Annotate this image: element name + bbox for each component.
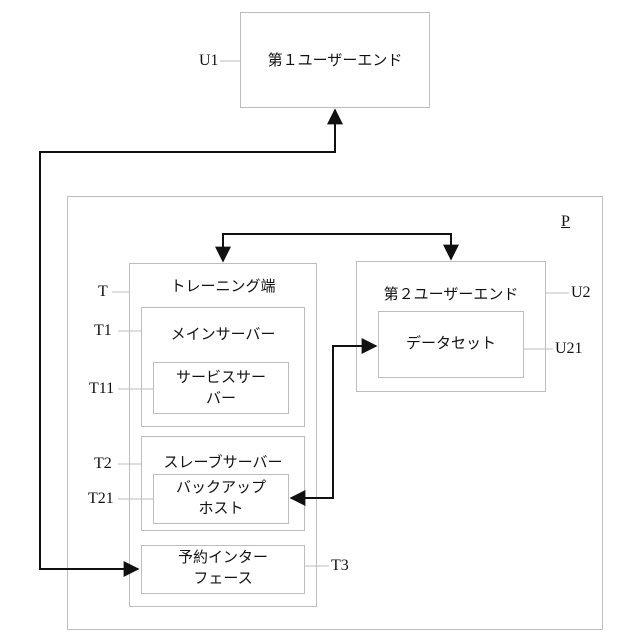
- arrow-user1-to-interface: [40, 110, 335, 569]
- arrow-backup-to-dataset: [291, 346, 376, 498]
- arrow-training-to-user2: [223, 234, 451, 261]
